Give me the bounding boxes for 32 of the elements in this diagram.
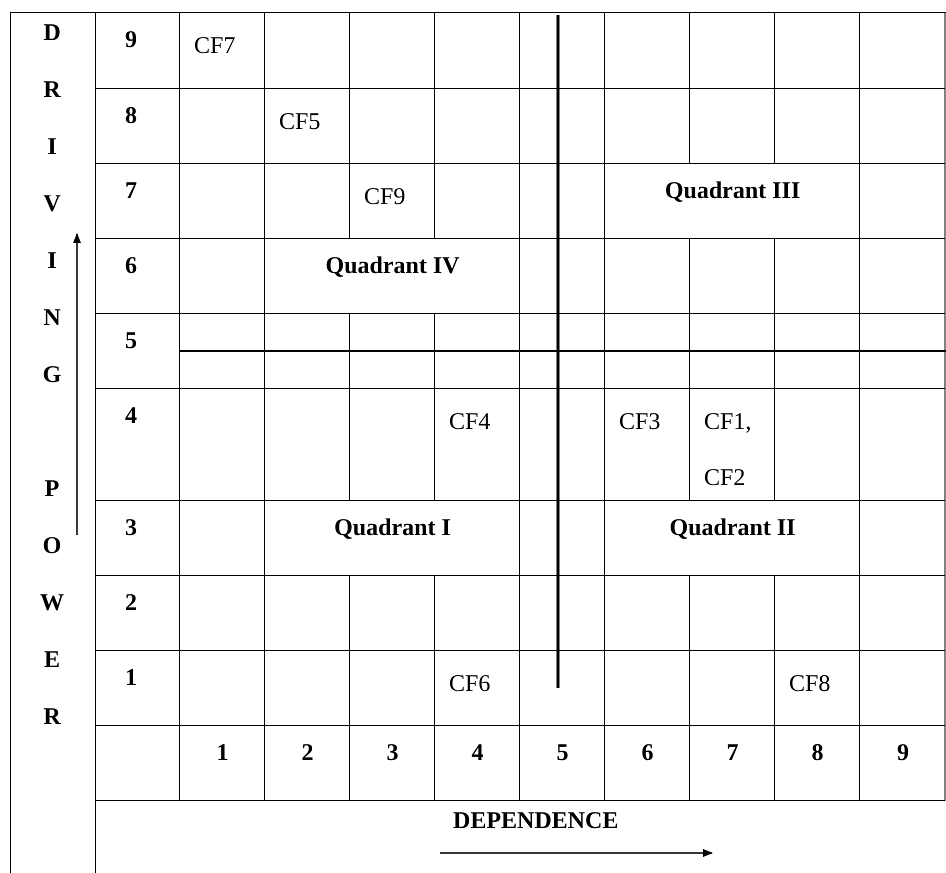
factor-label: CF4 (449, 408, 492, 437)
axis-value: 2 (300, 739, 314, 767)
axis-value: 5 (125, 327, 137, 355)
axis-value: 6 (640, 739, 654, 767)
quadrant-label: Quadrant III (664, 177, 802, 205)
axis-value: 4 (125, 402, 137, 430)
axis-value: 5 (556, 739, 570, 767)
quadrant-label: Quadrant II (668, 514, 797, 542)
axis-value: 3 (125, 514, 137, 542)
axis-value: 7 (125, 177, 137, 205)
axis-value: 2 (125, 589, 137, 617)
axis-value: 9 (125, 26, 137, 54)
quadrant-label: Quadrant IV (324, 252, 461, 280)
axis-value: 3 (386, 739, 400, 767)
quadrant-label: Quadrant I (333, 514, 452, 542)
axis-value: 8 (125, 102, 137, 130)
axis-value: 1 (216, 739, 230, 767)
factor-label: CF7 (194, 32, 236, 61)
factor-label: CF1, CF2 (704, 408, 752, 493)
axis-value: 1 (125, 664, 137, 692)
factor-label: CF6 (449, 670, 492, 699)
factor-label: CF3 (619, 408, 662, 437)
axis-value: 6 (125, 252, 137, 280)
axis-value: 7 (726, 739, 740, 767)
factor-label: CF5 (279, 108, 322, 137)
axis-value: 4 (470, 739, 484, 767)
factor-label: CF8 (789, 670, 832, 699)
axis-title: DRIVING POWER (38, 20, 66, 761)
axis-value: 8 (810, 739, 824, 767)
factor-label: CF9 (364, 183, 406, 212)
axis-value: 9 (896, 739, 910, 767)
axis-title: DEPENDENCE (453, 807, 618, 835)
